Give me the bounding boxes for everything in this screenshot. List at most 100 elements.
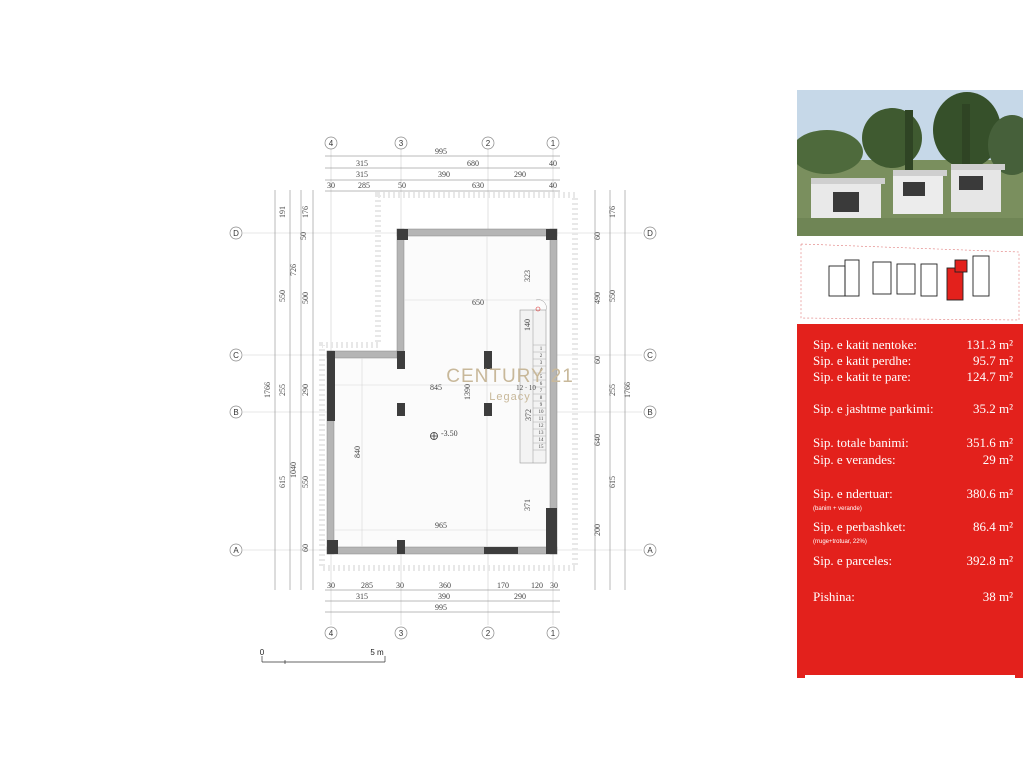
area-label: Sip. e parceles:	[813, 553, 893, 568]
dim-text: 200	[593, 524, 602, 536]
axis-marker: C	[229, 348, 243, 362]
axis-label: C	[233, 351, 239, 360]
axis-label: 4	[329, 629, 334, 638]
column	[327, 540, 338, 554]
dim-text: 40	[549, 181, 557, 190]
dim-text: 390	[438, 170, 450, 179]
column	[484, 547, 518, 554]
dim-text: 680	[467, 159, 479, 168]
stair-step-number: 4	[540, 368, 543, 373]
area-label: Sip. e katit perdhe:	[813, 353, 912, 368]
dim-text: 60	[301, 544, 310, 552]
level-marker: -3.50	[430, 429, 458, 440]
stair-step-number: 15	[539, 445, 545, 450]
axis-marker: 3	[394, 136, 408, 150]
dim-text: 615	[608, 476, 617, 488]
axis-markers-bottom: 4 3 2 1	[324, 626, 560, 640]
stair-step-number: 7	[540, 389, 543, 394]
dim-text: 315	[356, 592, 368, 601]
stair-step-number: 11	[539, 417, 544, 422]
dim-text: 371	[523, 499, 532, 511]
watermark-sub: Legacy	[489, 391, 530, 403]
column	[546, 229, 557, 240]
top-dimensions: 995 315 680 40 315 390 290 30 285 50 630…	[327, 147, 557, 190]
axis-label: 3	[399, 629, 404, 638]
stair-step-number: 2	[540, 354, 543, 359]
dim-text: 255	[608, 384, 617, 396]
scale-end: 5 m	[370, 648, 384, 657]
axis-markers-right: D C B A	[643, 226, 657, 557]
stair-step-number: 3	[540, 361, 543, 366]
dim-text: 30	[327, 581, 335, 590]
axis-marker: D	[643, 226, 657, 240]
dim-text: 615	[278, 476, 287, 488]
dim-text: 285	[358, 181, 370, 190]
area-row: Sip. e katit perdhe: 95.7 m²	[813, 354, 1013, 368]
dim-text: 315	[356, 170, 368, 179]
dim-text: 60	[593, 232, 602, 240]
axis-marker: 1	[546, 626, 560, 640]
dim-text: 550	[608, 290, 617, 302]
dim-text: 390	[438, 592, 450, 601]
area-note: (banim + verande)	[813, 506, 862, 512]
dim-text: 30	[396, 581, 404, 590]
dim-text: 630	[472, 181, 484, 190]
dim-text: 285	[361, 581, 373, 590]
area-value: 392.8 m²	[966, 553, 1013, 568]
area-label: Sip. e jashtme parkimi:	[813, 401, 934, 416]
axis-marker: C	[643, 348, 657, 362]
column	[484, 351, 492, 369]
column	[397, 351, 405, 369]
dim-text: 1390	[463, 384, 472, 400]
area-value: 35.2 m²	[972, 401, 1013, 416]
stair-step-number: 6	[540, 382, 543, 387]
axis-label: A	[233, 546, 239, 555]
dim-text: 1040	[289, 462, 298, 478]
stair-step-number: 1	[540, 347, 543, 352]
area-row: Sip. e verandes: 29 m²	[813, 453, 1013, 467]
axis-label: 2	[486, 629, 491, 638]
stair-step-number: 9	[540, 403, 543, 408]
house-render-image	[797, 90, 1023, 236]
axis-marker: A	[229, 543, 243, 557]
column	[546, 508, 557, 554]
dim-text: 550	[301, 476, 310, 488]
dim-text: 1766	[263, 382, 272, 398]
axis-marker: 2	[481, 136, 495, 150]
dim-text: 995	[435, 147, 447, 156]
staircase: 1 2 3 4 5 6 7 8 9 10 11 12 13 14 15	[519, 299, 547, 464]
column	[327, 351, 335, 421]
area-row: Sip. e perbashket: 86.4 m²	[813, 520, 1013, 534]
axis-label: D	[647, 229, 653, 238]
dim-text: 50	[299, 232, 308, 240]
watermark-brand: CENTURY 21	[446, 366, 574, 387]
dim-text: 290	[301, 384, 310, 396]
dim-text: 640	[593, 434, 602, 446]
axis-marker: 4	[324, 626, 338, 640]
dim-text: 840	[353, 446, 362, 458]
axis-label: 1	[551, 629, 556, 638]
area-label: Sip. e katit nentoke:	[813, 337, 917, 352]
area-row: Pishina: 38 m²	[813, 590, 1013, 604]
dim-text: 255	[278, 384, 287, 396]
axis-marker: A	[643, 543, 657, 557]
axis-marker: 1	[546, 136, 560, 150]
dim-text: 140	[523, 319, 532, 331]
dim-text: 490	[593, 292, 602, 304]
stair-step-number: 14	[539, 438, 545, 443]
area-label: Sip. e verandes:	[813, 452, 896, 467]
axis-label: 2	[486, 139, 491, 148]
area-row: Sip. e parceles: 392.8 m²	[813, 554, 1013, 568]
axis-markers-top: 4 3 2 1	[324, 136, 560, 150]
dim-text: 650	[472, 298, 484, 307]
dim-text: 290	[514, 592, 526, 601]
dim-text: 191	[278, 206, 287, 218]
scale-bar: 0 5 m	[260, 648, 386, 664]
column	[484, 403, 492, 416]
dim-text: 845	[430, 383, 442, 392]
stair-step-number: 5	[540, 375, 543, 380]
axis-label: B	[233, 408, 238, 417]
left-dimensions: 1766 191 550 615 726 1040 176 500 290 55…	[263, 206, 310, 552]
area-value: 124.7 m²	[966, 369, 1013, 384]
area-value: 380.6 m²	[966, 486, 1013, 501]
